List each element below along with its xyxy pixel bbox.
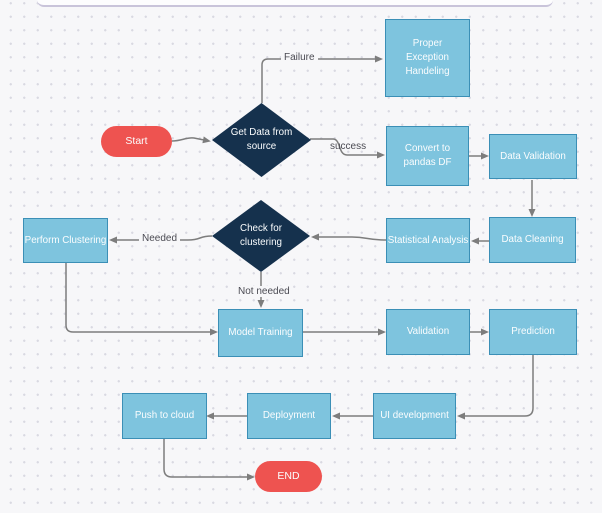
decision-diamond-shape bbox=[212, 103, 311, 177]
node-statistical-analysis[interactable]: Statistical Analysis bbox=[386, 218, 470, 263]
node-start-label: Start bbox=[125, 135, 148, 148]
node-deployment[interactable]: Deployment bbox=[247, 393, 331, 439]
node-push-to-cloud[interactable]: Push to cloud bbox=[122, 393, 207, 439]
edge-start-to-get-data[interactable] bbox=[171, 136, 211, 144]
node-deployment-label: Deployment bbox=[262, 410, 316, 422]
node-prediction-label: Prediction bbox=[511, 326, 555, 338]
node-model-training[interactable]: Model Training bbox=[218, 309, 303, 357]
node-convert-to-pandas-df[interactable]: Convert to pandas DF bbox=[386, 126, 469, 186]
node-ui-development-label: UI development bbox=[380, 410, 449, 422]
edge-get-data-to-proper-exception[interactable] bbox=[261, 55, 383, 103]
node-data-validation[interactable]: Data Validation bbox=[489, 134, 577, 179]
node-ui-development[interactable]: UI development bbox=[373, 393, 456, 439]
node-end-label: END bbox=[277, 470, 300, 483]
node-perform-clustering-label: Perform Clustering bbox=[24, 234, 107, 246]
edge-check-clustering-to-perform-clustering[interactable] bbox=[109, 235, 213, 244]
edge-get-data-to-convert-pandas[interactable] bbox=[310, 138, 385, 159]
node-validation-label: Validation bbox=[406, 326, 450, 338]
node-convert-pandas-label: Convert to pandas DF bbox=[403, 143, 452, 168]
node-get-data-label: Get Data from source bbox=[230, 127, 293, 152]
edge-perform-clustering-to-model-training[interactable] bbox=[65, 263, 218, 336]
decision-diamond-shape bbox=[212, 200, 310, 272]
edge-push-to-cloud-to-end[interactable] bbox=[163, 439, 255, 481]
node-data-cleaning[interactable]: Data Cleaning bbox=[489, 217, 576, 263]
edge-label-success[interactable]: success bbox=[330, 141, 367, 152]
node-perform-clustering[interactable]: Perform Clustering bbox=[23, 218, 108, 263]
node-data-validation-label: Data Validation bbox=[500, 150, 566, 162]
node-model-training-label: Model Training bbox=[228, 327, 293, 339]
node-data-cleaning-label: Data Cleaning bbox=[501, 234, 564, 246]
edge-prediction-to-ui-development[interactable] bbox=[457, 355, 534, 420]
edge-label-needed[interactable]: Needed bbox=[139, 233, 181, 244]
node-proper-exception-label: Proper Exception Handeling bbox=[405, 38, 450, 77]
edge-label-failure[interactable]: Failure bbox=[281, 52, 318, 63]
node-check-for-clustering[interactable]: Check for clustering bbox=[212, 200, 310, 272]
node-statistical-analysis-label: Statistical Analysis bbox=[387, 234, 469, 246]
node-start[interactable]: Start bbox=[101, 126, 172, 157]
node-end[interactable]: END bbox=[255, 461, 322, 492]
toolbar-bottom-edge bbox=[37, 0, 553, 7]
node-push-to-cloud-label: Push to cloud bbox=[134, 410, 195, 422]
node-get-data-from-source[interactable]: Get Data from source bbox=[212, 103, 311, 177]
node-validation[interactable]: Validation bbox=[386, 309, 470, 355]
node-proper-exception-handeling[interactable]: Proper Exception Handeling bbox=[385, 19, 470, 97]
edge-label-not-needed[interactable]: Not needed bbox=[235, 286, 293, 297]
node-prediction[interactable]: Prediction bbox=[489, 309, 577, 355]
edge-statistical-analysis-to-check-clustering[interactable] bbox=[311, 233, 387, 241]
node-check-clustering-label: Check for clustering bbox=[240, 223, 282, 248]
